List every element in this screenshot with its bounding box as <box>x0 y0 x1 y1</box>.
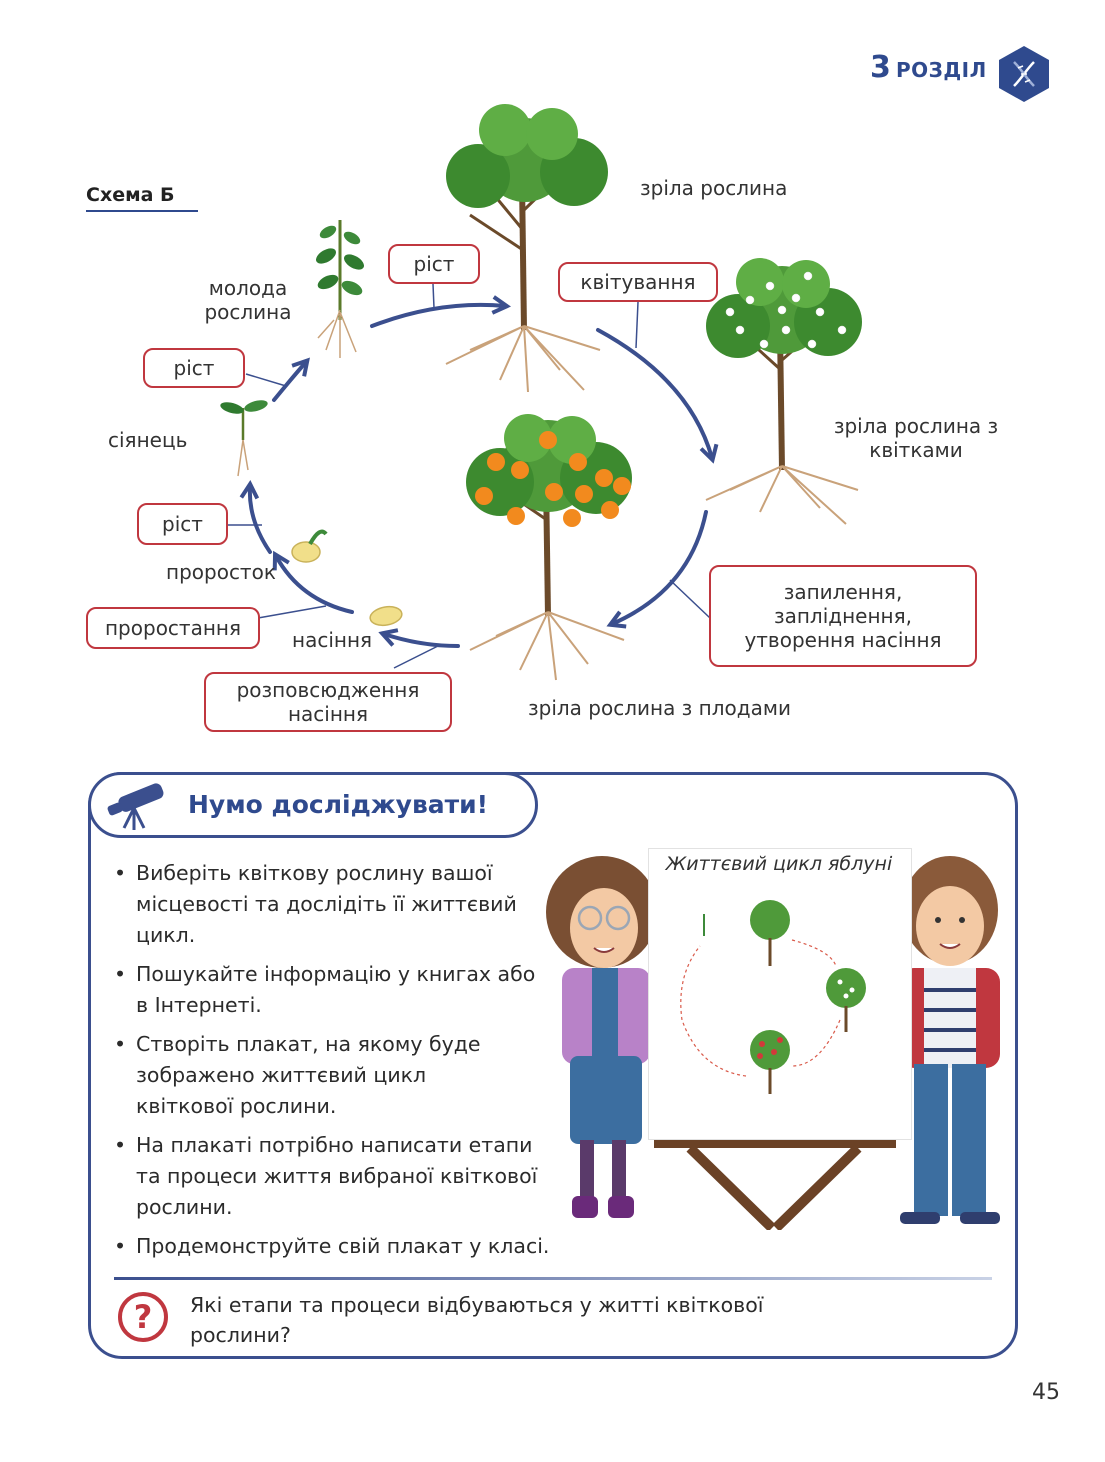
chapter-word: РОЗДІЛ <box>896 58 987 82</box>
chapter-number: 3 <box>870 50 891 85</box>
diagram-title: Схема Б <box>86 184 175 206</box>
young-plant-illustration <box>316 220 364 358</box>
explore-panel <box>88 772 1018 1359</box>
dna-icon <box>999 46 1049 102</box>
stage-seeds: насіння <box>292 628 373 652</box>
task-item: Створіть плакат, на якому буде зображено… <box>112 1029 506 1122</box>
explore-panel-header <box>88 772 538 838</box>
process-growth-2: ріст <box>143 348 245 388</box>
cycle-arrows <box>239 295 719 648</box>
task-list: Виберіть квіткову рослину вашої місцевос… <box>112 858 592 1270</box>
task-item: Виберіть квіткову рослину вашої місцевос… <box>112 858 536 951</box>
sprout-illustration <box>291 529 328 563</box>
seedling-illustration <box>220 400 268 477</box>
process-flowering: квітування <box>558 262 718 302</box>
apple-life-cycle-poster <box>648 848 912 1140</box>
stage-mature-plant: зріла рослина <box>640 176 788 200</box>
poster-cycle-drawing <box>680 900 866 1094</box>
explore-title: Нумо досліджувати! <box>188 790 489 819</box>
stage-young-plant: молода рослина <box>204 276 292 324</box>
process-pollination: запилення, запліднення, утворення насінн… <box>709 565 977 667</box>
stage-flowering-plant: зріла рослина з квітками <box>833 414 999 462</box>
chapter-header: 3 РОЗДІЛ <box>840 44 1060 104</box>
svg-text:?: ? <box>134 1298 153 1336</box>
task-item: Пошукайте інформацію у книгах або в Інте… <box>112 959 536 1021</box>
task-item: На плакаті потрібно написати етапи та пр… <box>112 1130 546 1223</box>
telescope-icon <box>107 783 164 830</box>
seed-illustration <box>369 605 403 627</box>
fruiting-tree-illustration <box>466 414 632 681</box>
task-item: Продемонструйте свій плакат у класі. <box>112 1231 616 1262</box>
process-seed-dispersal: розповсюдження насіння <box>204 672 452 732</box>
page-number: 45 <box>1032 1380 1060 1405</box>
process-growth-3: ріст <box>137 503 228 545</box>
stage-sprout: проросток <box>166 560 276 584</box>
question-text: Які етапи та процеси відбуваються у житт… <box>190 1293 764 1347</box>
stage-fruiting-plant: зріла рослина з плодами <box>528 696 791 720</box>
process-germination: проростання <box>86 607 260 649</box>
life-cycle-diagram <box>220 104 862 681</box>
process-growth-1: ріст <box>388 244 480 284</box>
flowering-tree-illustration <box>705 258 862 525</box>
question-separator <box>114 1277 992 1280</box>
stage-seedling: сіянець <box>108 428 188 452</box>
poster-title: Життєвий цикл яблуні <box>665 853 893 875</box>
title-underline <box>86 210 198 212</box>
mature-tree-illustration <box>445 104 608 393</box>
question-icon: ? <box>118 1292 168 1342</box>
connector-lines <box>228 283 711 669</box>
